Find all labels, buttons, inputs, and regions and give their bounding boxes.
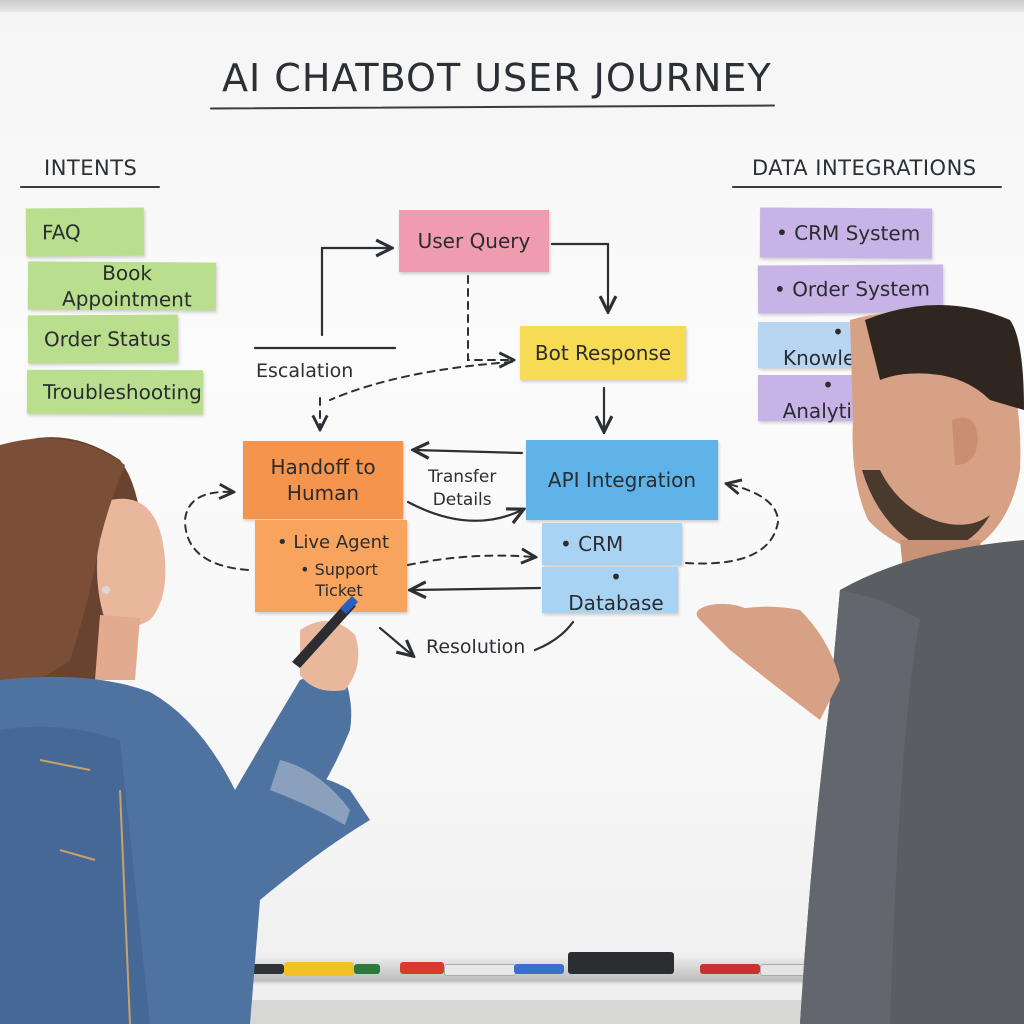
dashed-query-to-response [467,275,512,360]
intents-underline [20,186,160,188]
arrow-db-to-ticket [412,588,542,590]
flow-note-handoff-items: • Live Agent • Support Ticket [255,520,407,612]
api-item-database: • Database [542,565,678,615]
arrow-resolution-in [378,626,412,655]
dashed-left-loop [183,492,249,571]
edge-label-transfer-details: Transfer Details [428,467,497,510]
whiteboard-eraser [568,952,674,974]
whiteboard-frame [0,0,1024,12]
person-man-gesturing [696,305,1024,1024]
edge-label-resolution: Resolution [426,636,526,658]
flow-note-handoff-to-human: Handoff to Human [243,441,403,519]
board-title: AI CHATBOT USER JOURNEY [222,56,772,100]
dashed-right-loop [685,484,780,565]
api-item-crm: • CRM [542,523,682,565]
handoff-item-support-ticket: • Support Ticket [300,559,378,600]
arrow-resolution-out [533,620,575,652]
flow-note-bot-response: Bot Response [520,326,686,380]
edge-label-escalation: Escalation [256,360,354,382]
arrow-query-to-response [550,242,608,310]
marker-yellow [284,962,354,976]
handoff-item-live-agent: • Live Agent [277,531,390,553]
flow-note-api-integration: API Integration [526,440,718,520]
arrow-transfer-details [406,500,522,521]
marker-red-2 [700,964,760,974]
marker-black [244,964,284,974]
person-woman-writing [0,437,370,1024]
marker-white [444,964,516,976]
data-integrations-heading: DATA INTEGRATIONS [752,156,977,180]
dashed-live-agent-to-crm [407,556,534,566]
intents-heading: INTENTS [44,156,138,180]
arrow-loop-to-query [320,248,390,337]
data-integrations-underline [732,186,1002,188]
flow-note-user-query: User Query [399,210,549,272]
marker-blue [514,964,564,974]
dashed-response-to-escalation [329,361,513,401]
arrow-api-to-handoff [415,450,524,453]
marker-green [354,964,380,974]
marker-red [400,962,444,974]
